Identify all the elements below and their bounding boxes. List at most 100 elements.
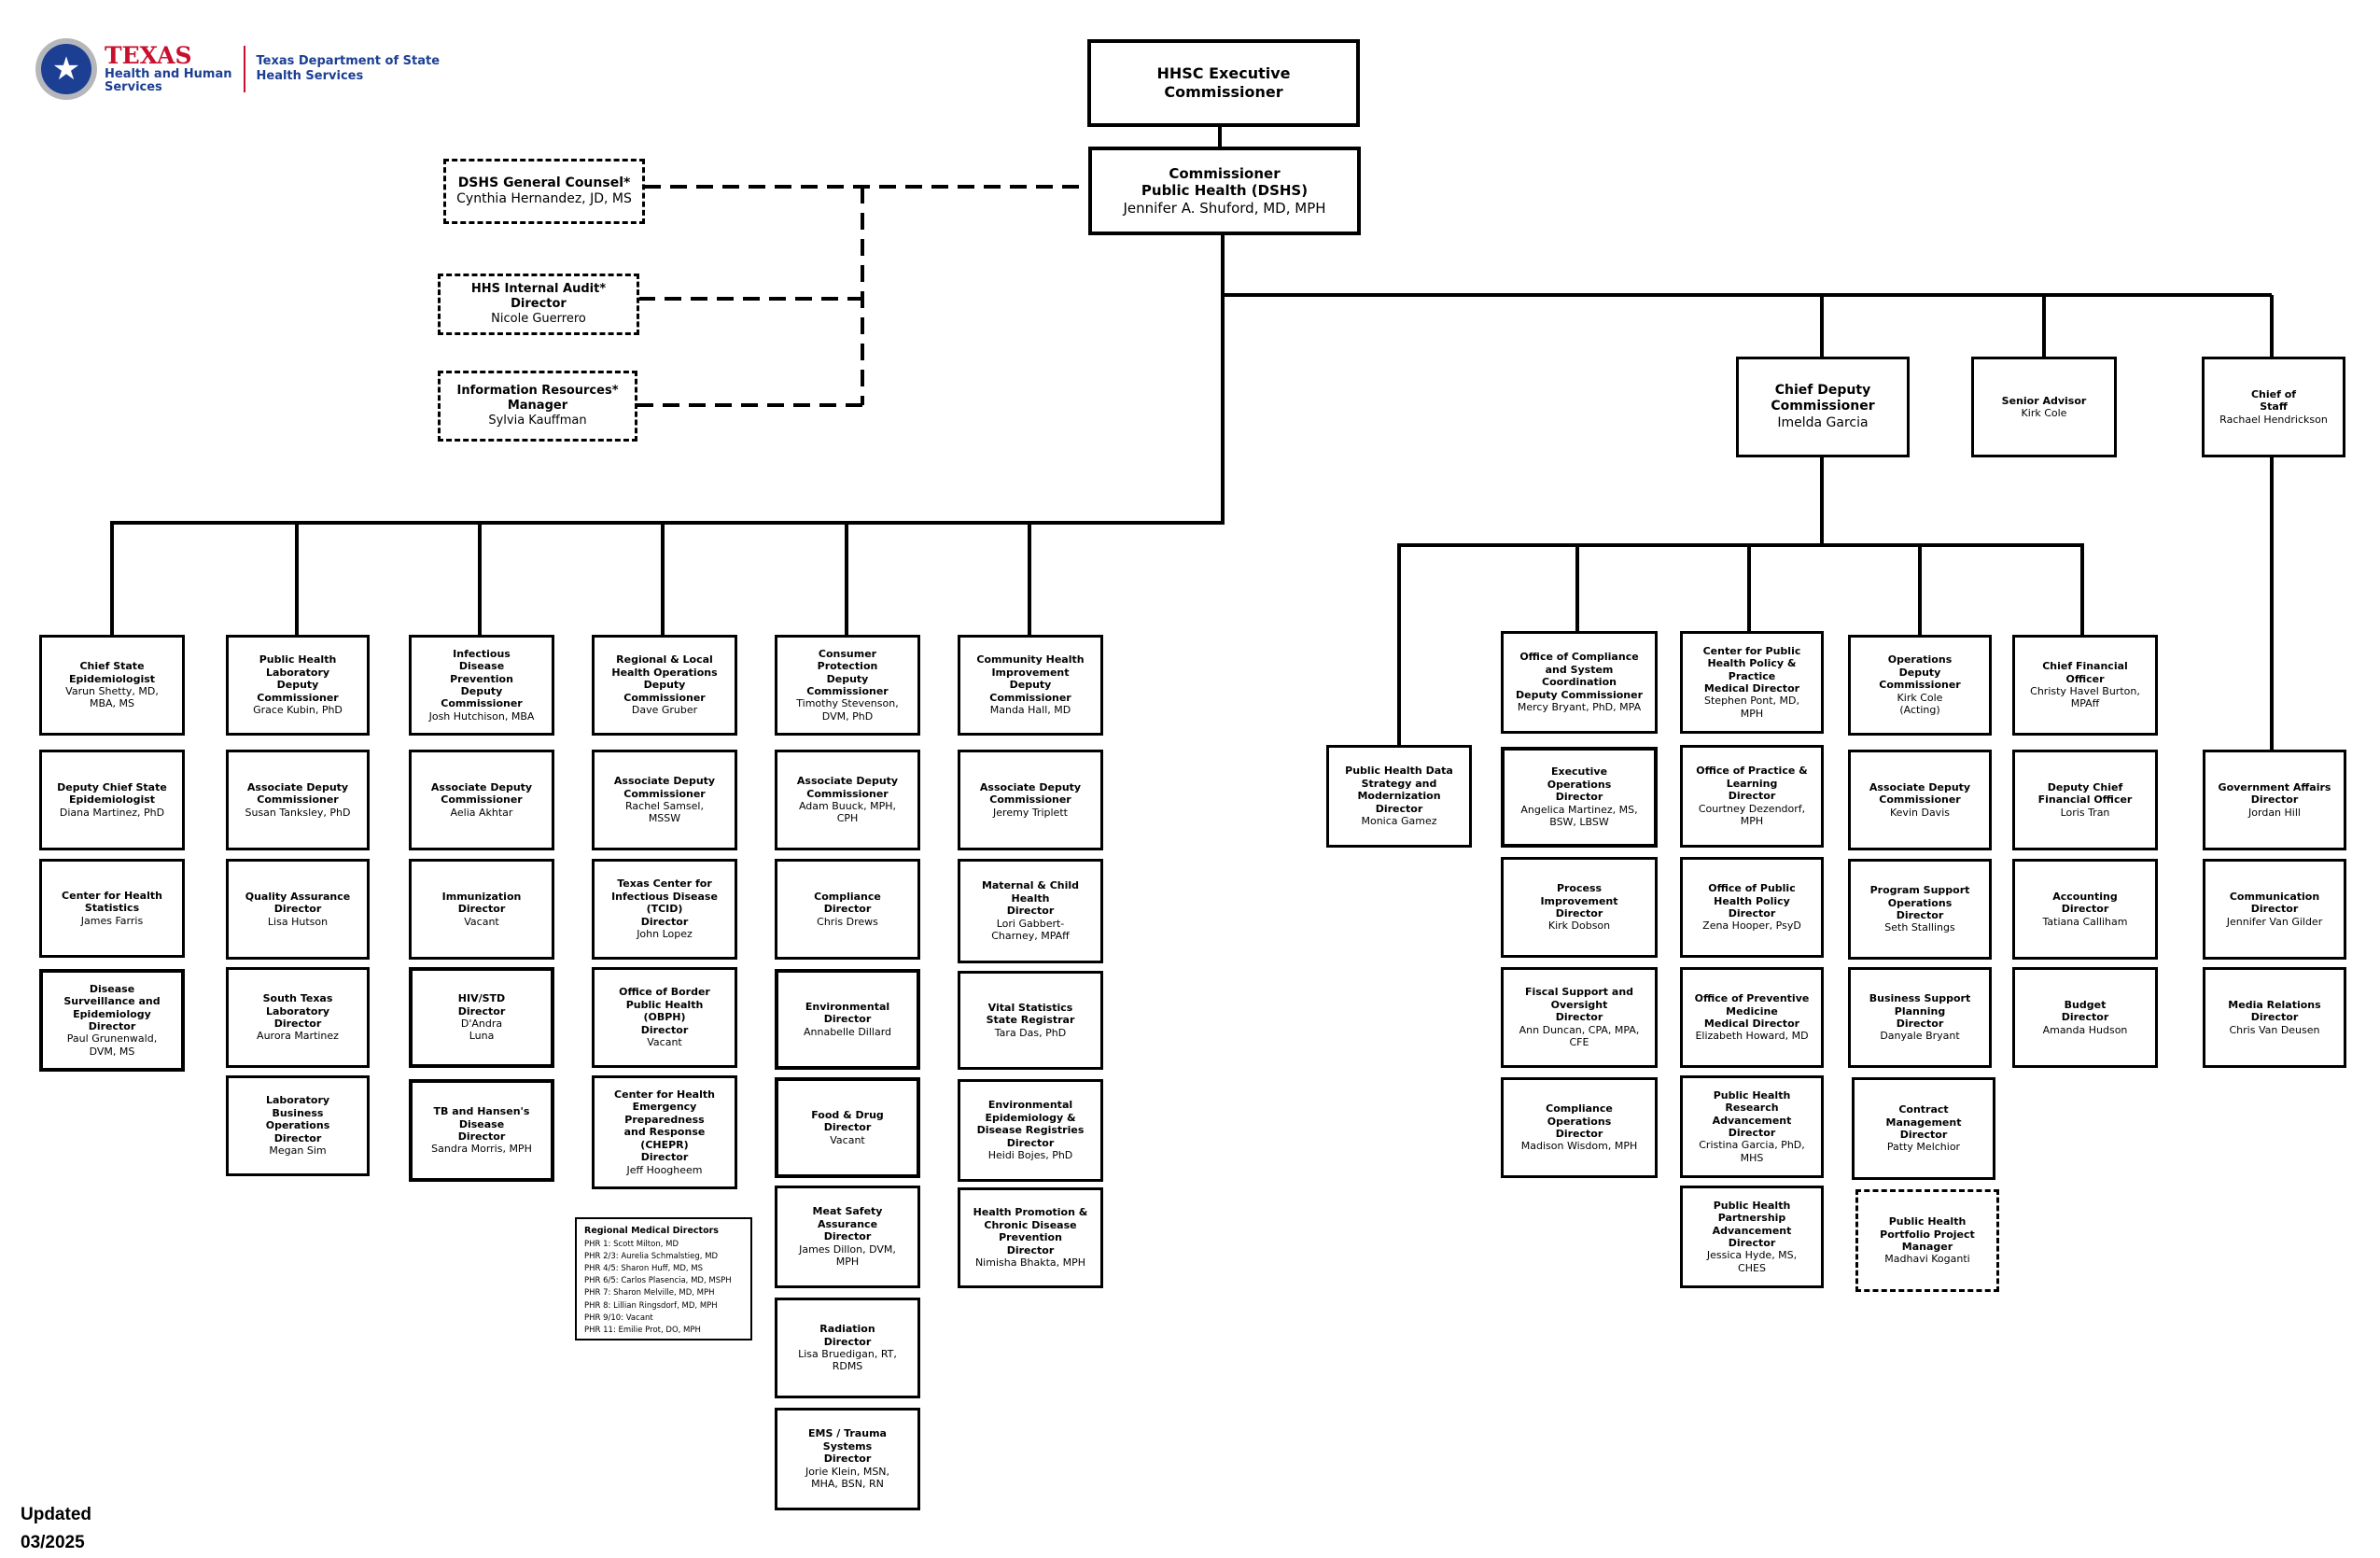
box-person: Aelia Akhtar bbox=[450, 806, 513, 819]
box-title: EMS / Trauma Systems Director bbox=[808, 1427, 887, 1466]
logo: ★ TEXAS Health and Human Services Texas … bbox=[35, 35, 440, 103]
box-executive-operations: Executive Operations Director Angelica M… bbox=[1501, 747, 1658, 848]
rmd-line: PHR 7: Sharon Melville, MD, MPH bbox=[584, 1288, 715, 1298]
brand-line2: Services bbox=[105, 80, 162, 95]
box-title: TB and Hansen's Disease Director bbox=[433, 1105, 530, 1143]
box-person: Aurora Martinez bbox=[257, 1030, 339, 1043]
box-title: Executive Operations Director bbox=[1547, 765, 1612, 804]
rmd-title: Regional Medical Directors bbox=[584, 1226, 719, 1236]
box-person: Grace Kubin, PhD bbox=[253, 704, 343, 717]
box-person: D'Andra Luna bbox=[460, 1018, 503, 1043]
box-title: Environmental Epidemiology & Disease Reg… bbox=[976, 1099, 1085, 1149]
box-person: Sandra Morris, MPH bbox=[431, 1143, 532, 1156]
box-commissioner: Commissioner Public Health (DSHS) Jennif… bbox=[1088, 147, 1361, 235]
box-person: Courtney Dezendorf, MPH bbox=[1698, 802, 1806, 828]
box-person: Ann Duncan, CPA, MPA, CFE bbox=[1519, 1023, 1640, 1049]
box-person: Adam Buuck, MPH, CPH bbox=[798, 800, 897, 825]
box-radiation: Radiation Director Lisa Bruedigan, RT, R… bbox=[775, 1298, 920, 1398]
box-person: James Dillon, DVM, MPH bbox=[799, 1242, 896, 1269]
box-title: Office of Border Public Health (OBPH) Di… bbox=[619, 986, 710, 1036]
box-environmental-epidemiology: Environmental Epidemiology & Disease Reg… bbox=[958, 1079, 1103, 1182]
box-title: Media Relations Director bbox=[2228, 998, 2321, 1024]
box-person: Varun Shetty, MD, MBA, MS bbox=[65, 685, 159, 710]
box-title: Deputy Chief Financial Officer bbox=[2037, 780, 2133, 807]
box-title: Quality Assurance Director bbox=[245, 890, 351, 916]
box-title: DSHS General Counsel* bbox=[457, 175, 631, 190]
box-title: Compliance Operations Director bbox=[1546, 1102, 1613, 1140]
box-chief-state-epidemiologist: Chief State Epidemiologist Varun Shetty,… bbox=[39, 635, 185, 736]
box-title: Disease Surveillance and Epidemiology Di… bbox=[63, 982, 161, 1032]
box-food-drug: Food & Drug Director Vacant bbox=[775, 1077, 920, 1178]
regional-medical-directors: Regional Medical Directors PHR 1: Scott … bbox=[575, 1217, 752, 1340]
box-title: Budget Director bbox=[2061, 998, 2109, 1024]
box-person: Kirk Dobson bbox=[1547, 919, 1611, 933]
box-compliance-coordination: Office of Compliance and System Coordina… bbox=[1501, 631, 1658, 734]
rmd-line: PHR 2/3: Aurelia Schmalstieg, MD bbox=[584, 1251, 719, 1261]
box-practice-learning: Office of Practice & Learning Director C… bbox=[1680, 745, 1824, 848]
box-infectious-disease-prevention: Infectious Disease Prevention Deputy Com… bbox=[409, 635, 554, 736]
box-person: Megan Sim bbox=[269, 1144, 327, 1158]
box-title: Center for Public Health Policy & Practi… bbox=[1702, 644, 1801, 695]
box-lab-associate-deputy: Associate Deputy Commissioner Susan Tank… bbox=[226, 750, 370, 850]
box-rlho-associate-deputy: Associate Deputy Commissioner Rachel Sam… bbox=[592, 750, 737, 850]
rmd-line: PHR 11: Emilie Prot, DO, MPH bbox=[584, 1325, 701, 1335]
box-person: Chris Drews bbox=[817, 915, 878, 928]
box-title: Program Support Operations Director bbox=[1869, 884, 1970, 921]
box-consumer-protection: Consumer Protection Deputy Commissioner … bbox=[775, 635, 920, 736]
box-title: HHS Internal Audit* Director bbox=[470, 282, 607, 312]
box-chepr: Center for Health Emergency Preparedness… bbox=[592, 1075, 737, 1189]
box-title: HIV/STD Director bbox=[457, 992, 506, 1018]
box-title: Business Support Planning Director bbox=[1869, 992, 1971, 1030]
box-title: Community Health Improvement Deputy Comm… bbox=[976, 653, 1085, 704]
box-person: Vacant bbox=[647, 1036, 682, 1049]
box-person: John Lopez bbox=[637, 928, 693, 941]
box-title: Immunization Director bbox=[441, 890, 522, 916]
box-title: Center for Health Statistics bbox=[62, 889, 162, 915]
box-title: Vital Statistics State Registrar bbox=[986, 1001, 1075, 1027]
box-internal-audit: HHS Internal Audit* Director Nicole Guer… bbox=[438, 274, 639, 335]
box-person: Jorie Klein, MSN, MHA, BSN, RN bbox=[805, 1465, 890, 1491]
updated-note: Updated 03/2025 bbox=[21, 1501, 91, 1558]
box-title: Chief of Staff bbox=[2250, 387, 2297, 414]
box-compliance-operations: Compliance Operations Director Madison W… bbox=[1501, 1077, 1658, 1178]
box-health-statistics: Center for Health Statistics James Farri… bbox=[39, 859, 185, 958]
box-public-health-laboratory: Public Health Laboratory Deputy Commissi… bbox=[226, 635, 370, 736]
box-title: HHSC Executive Commissioner bbox=[1156, 64, 1291, 101]
box-environmental: Environmental Director Annabelle Dillard bbox=[775, 969, 920, 1070]
box-title: Chief Financial Officer bbox=[2042, 660, 2128, 685]
logo-divider bbox=[243, 46, 245, 92]
box-title: Senior Advisor bbox=[2001, 394, 2087, 407]
box-contract-management: Contract Management Director Patty Melch… bbox=[1852, 1077, 1995, 1180]
box-person: Stephen Pont, MD, MPH bbox=[1704, 695, 1799, 720]
box-chief-deputy: Chief Deputy Commissioner Imelda Garcia bbox=[1736, 357, 1910, 457]
box-regional-local-health: Regional & Local Health Operations Deput… bbox=[592, 635, 737, 736]
box-person: Lori Gabbert- Charney, MPAff bbox=[991, 917, 1070, 943]
box-person: Chris Van Deusen bbox=[2229, 1023, 2320, 1036]
box-title: Consumer Protection Deputy Commissioner bbox=[806, 647, 889, 697]
box-health-promotion: Health Promotion & Chronic Disease Preve… bbox=[958, 1187, 1103, 1288]
box-person: Kirk Cole (Acting) bbox=[1897, 691, 1943, 717]
box-quality-assurance: Quality Assurance Director Lisa Hutson bbox=[226, 859, 370, 960]
box-compliance-cp: Compliance Director Chris Drews bbox=[775, 859, 920, 960]
box-title: Commissioner Public Health (DSHS) bbox=[1141, 165, 1309, 200]
rmd-line: PHR 9/10: Vacant bbox=[584, 1312, 653, 1323]
box-title: Public Health Partnership Advancement Di… bbox=[1712, 1199, 1792, 1249]
box-person: Susan Tanksley, PhD bbox=[245, 806, 351, 819]
box-budget: Budget Director Amanda Hudson bbox=[2012, 967, 2158, 1068]
box-title: Meat Safety Assurance Director bbox=[812, 1205, 883, 1243]
box-title: Operations Deputy Commissioner bbox=[1879, 653, 1961, 692]
box-title: Associate Deputy Commissioner bbox=[430, 780, 533, 807]
box-title: Associate Deputy Commissioner bbox=[613, 775, 716, 800]
box-partnership-advancement: Public Health Partnership Advancement Di… bbox=[1680, 1186, 1824, 1288]
rmd-line: PHR 8: Lillian Ringsdorf, MD, MPH bbox=[584, 1300, 718, 1311]
box-title: Chief State Epidemiologist bbox=[68, 660, 156, 685]
box-accounting: Accounting Director Tatiana Calliham bbox=[2012, 859, 2158, 960]
box-process-improvement: Process Improvement Director Kirk Dobson bbox=[1501, 857, 1658, 958]
brand-texas: TEXAS bbox=[105, 42, 192, 70]
rmd-line: PHR 6/5: Carlos Plasencia, MD, MSPH bbox=[584, 1276, 732, 1286]
box-person: Elizabeth Howard, MD bbox=[1695, 1030, 1809, 1043]
box-idp-associate-deputy: Associate Deputy Commissioner Aelia Akht… bbox=[409, 750, 554, 850]
box-title: Chief Deputy Commissioner bbox=[1771, 383, 1875, 414]
box-person: Loris Tran bbox=[2060, 806, 2110, 819]
